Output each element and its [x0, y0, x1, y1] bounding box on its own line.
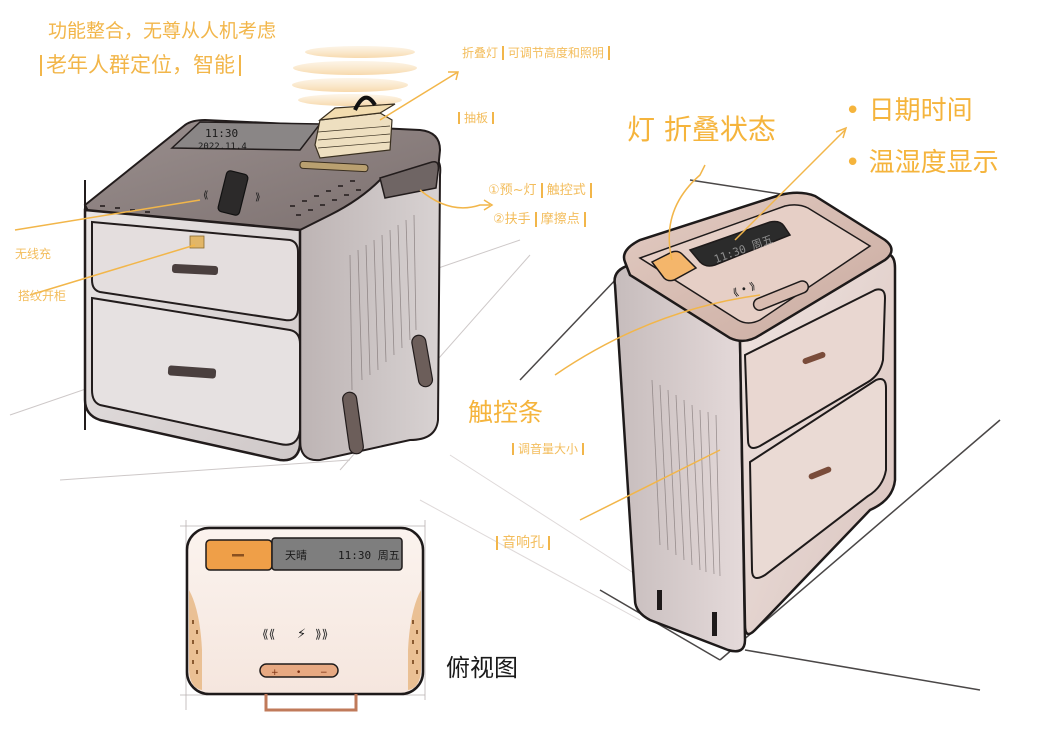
note-folding-lamp-detail: 可调节高度和照明	[501, 46, 610, 60]
phone	[217, 170, 249, 216]
volume-up-symbol: +	[271, 668, 279, 678]
left-nightstand: 11:30 2022.11.4 ⟪ ⟫	[9, 46, 531, 481]
volume-down-symbol: −	[320, 668, 328, 678]
lamp-glow	[292, 46, 417, 106]
note-item2-detail: 摩擦点	[534, 212, 586, 227]
side-handle-1	[342, 391, 364, 455]
right-leg-1	[657, 590, 662, 610]
note-item2-label: ②扶手	[493, 212, 531, 227]
note-lamp-fold-state: 灯 折叠状态	[627, 113, 776, 146]
charge-wave-left-icon: ⟪⟪	[262, 627, 275, 641]
note-touch-bar: 触控条	[468, 398, 544, 427]
right-touch-bar	[752, 280, 810, 311]
note-folding-lamp: 折叠灯 可调节高度和照明	[462, 46, 610, 60]
right-display	[688, 220, 792, 267]
note-item1: ①预~灯 触控式	[488, 183, 592, 198]
left-drawer-bottom-handle	[167, 365, 217, 379]
annotation-arrows	[14, 71, 848, 521]
note-wireless-charge: 无线充	[15, 247, 52, 261]
note-drawer-board: 抽板	[458, 112, 495, 124]
right-nightstand: 11:30 周五 ⟪ • ⟫	[419, 179, 1001, 691]
right-lamp-folded	[650, 250, 698, 282]
note-date-time-label: 日期时间	[868, 96, 973, 126]
title-note-line2: 老年人群定位，智能	[40, 55, 241, 76]
note-pattern-drawer: 搭纹开柜	[18, 289, 67, 303]
side-handle-2	[411, 334, 434, 388]
note-speaker-hole: 音响孔	[496, 536, 550, 550]
right-drawer-top	[743, 288, 887, 449]
top-view-display	[271, 537, 403, 571]
lightning-icon: ⚡	[297, 627, 306, 642]
right-drawer-bottom-handle	[808, 466, 832, 480]
note-touch-bar-detail: 调音量大小	[512, 443, 585, 455]
pen	[299, 160, 369, 173]
top-view-label: 俯视图	[446, 654, 518, 682]
note-item1-detail: 触控式	[540, 183, 592, 198]
left-drawer-top-handle	[171, 263, 219, 276]
note-folding-lamp-label: 折叠灯	[462, 46, 499, 60]
armrest-handle	[379, 160, 440, 199]
note-item2: ②扶手 摩擦点	[493, 212, 586, 227]
top-view-display-right: 11:30 周五	[338, 549, 400, 562]
top-view-stand	[264, 694, 358, 712]
folded-lamp-book	[314, 95, 396, 159]
wireless-wave-left-icon: ⟪	[203, 190, 209, 201]
note-temp-humidity: • 温湿度显示	[845, 148, 999, 178]
wireless-wave-right-icon: ⟫	[255, 192, 261, 203]
right-drawer-bottom	[748, 378, 887, 580]
note-temp-humidity-label: 温湿度显示	[868, 148, 999, 178]
right-drawer-top-handle	[802, 351, 826, 365]
top-view: 天晴 11:30 周五 ⟪⟪ ⚡ ⟫⟫ + • −	[180, 520, 426, 712]
note-item1-label: ①预~灯	[488, 183, 537, 198]
left-display-date: 2022.11.4	[198, 142, 247, 152]
left-display-time: 11:30	[205, 127, 238, 140]
right-leg-2	[712, 612, 717, 636]
top-view-touch-bar	[259, 663, 339, 678]
top-view-display-left: 天晴	[285, 549, 307, 562]
title-note-line1: 功能整合，无尊从人机考虑	[48, 20, 277, 42]
charge-wave-right-icon: ⟫⟫	[315, 627, 328, 641]
note-date-time: • 日期时间	[845, 96, 973, 126]
volume-mid-symbol: •	[296, 668, 301, 678]
